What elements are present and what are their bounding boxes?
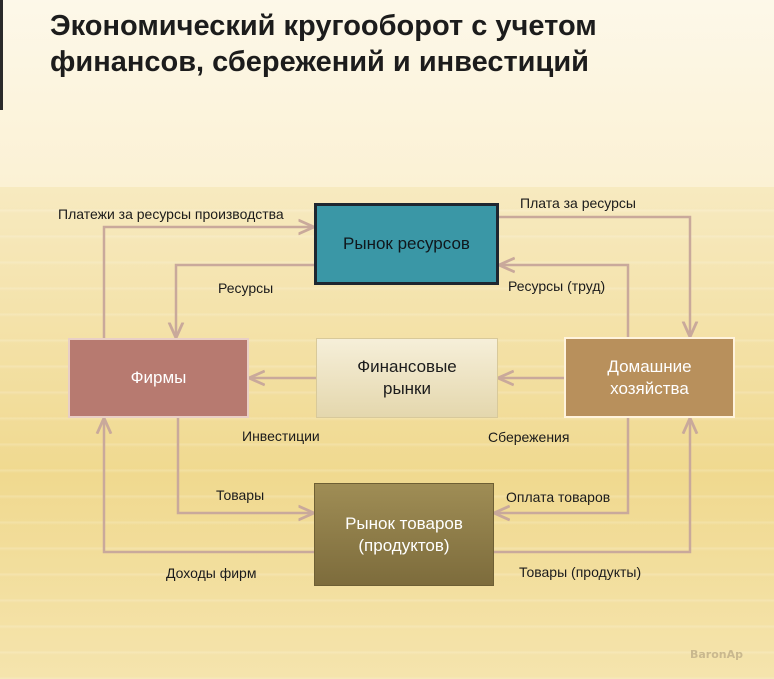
title-accent-bar bbox=[0, 0, 3, 110]
arrow-payments-resources bbox=[102, 227, 314, 338]
watermark: BaronAp bbox=[690, 648, 744, 661]
arrow-goods-products bbox=[494, 418, 690, 554]
node-financial-markets-label: Финансовые рынки bbox=[357, 357, 457, 398]
arrow-resources bbox=[176, 263, 314, 338]
arrow-goods bbox=[176, 418, 314, 513]
label-savings: Сбережения bbox=[488, 429, 570, 445]
label-goods-products: Товары (продукты) bbox=[519, 564, 642, 580]
arrow-goods-payment bbox=[494, 418, 630, 513]
node-goods-market-label: Рынок товаров (продуктов) bbox=[345, 513, 463, 555]
node-households: Домашние хозяйства bbox=[564, 337, 735, 418]
page-title: Экономический кругооборот с учетом финан… bbox=[50, 10, 597, 78]
label-goods: Товары bbox=[216, 487, 265, 503]
label-payment-for-resources: Плата за ресурсы bbox=[520, 195, 636, 211]
arrow-firm-income bbox=[104, 418, 314, 554]
label-payments-for-resources: Платежи за ресурсы производства bbox=[58, 206, 284, 222]
node-goods-market: Рынок товаров (продуктов) bbox=[314, 483, 494, 586]
node-firms: Фирмы bbox=[68, 338, 249, 418]
title-area: Экономический кругооборот с учетом финан… bbox=[0, 0, 774, 187]
label-investments: Инвестиции bbox=[242, 428, 320, 444]
label-firm-income: Доходы фирм bbox=[166, 565, 257, 581]
node-financial-markets: Финансовые рынки bbox=[316, 338, 498, 418]
node-resources-market: Рынок ресурсов bbox=[314, 203, 499, 285]
label-resources-labor: Ресурсы (труд) bbox=[508, 278, 606, 294]
label-resources: Ресурсы bbox=[218, 280, 274, 296]
arrow-payment-for-resources bbox=[499, 215, 690, 337]
node-households-label: Домашние хозяйства bbox=[607, 356, 692, 398]
arrow-resources-labor bbox=[499, 265, 630, 337]
label-goods-payment: Оплата товаров bbox=[506, 489, 611, 505]
